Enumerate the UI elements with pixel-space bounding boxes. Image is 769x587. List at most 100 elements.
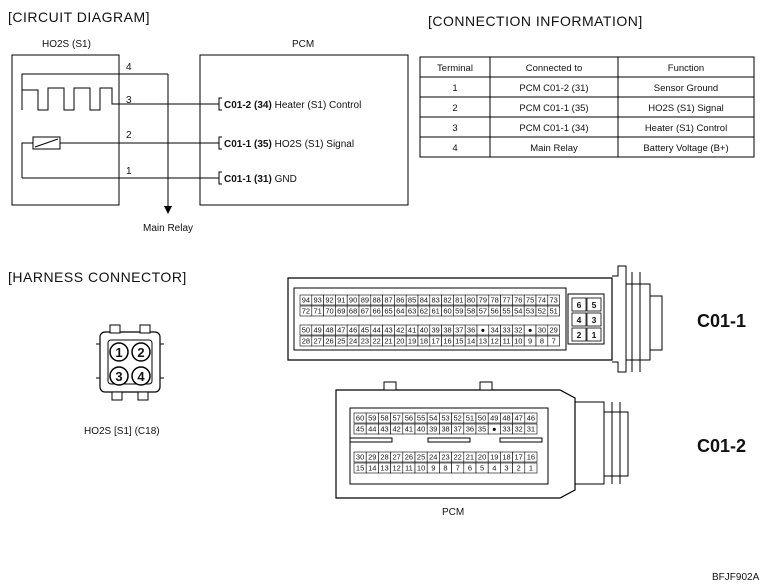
pcm-connection-3-pin: C01-1 (31) bbox=[224, 174, 272, 185]
pcm-terminal-2 bbox=[218, 136, 222, 150]
sensor-connector-pin-label: 1 bbox=[115, 345, 122, 360]
connector-pin-label: 58 bbox=[380, 414, 388, 423]
connector-pin-label: 23 bbox=[441, 453, 449, 462]
connector-pin-label: 52 bbox=[454, 414, 462, 423]
connector-pin-label: 25 bbox=[417, 453, 425, 462]
connector-pin-label: 70 bbox=[325, 307, 333, 316]
connector-pin-label: 65 bbox=[384, 307, 392, 316]
connector-pin-label: 59 bbox=[368, 414, 376, 423]
connector-pin-cell bbox=[524, 412, 538, 424]
connector-pin-label: 5 bbox=[592, 300, 597, 310]
table-cell: Sensor Ground bbox=[654, 83, 718, 94]
connector-pin-label: 25 bbox=[337, 337, 345, 346]
connector-pin-label: 72 bbox=[302, 307, 310, 316]
connector-pin-label: 3 bbox=[592, 315, 597, 325]
connector-pin-label: 59 bbox=[455, 307, 463, 316]
connector-pin-label: 48 bbox=[325, 326, 333, 335]
connector-pin-label: 49 bbox=[490, 414, 498, 423]
connector-pin-label: 49 bbox=[314, 326, 322, 335]
connector-pin-label: 17 bbox=[515, 453, 523, 462]
sensor-connector-pin bbox=[131, 342, 151, 362]
connector-pin-label: 56 bbox=[405, 414, 413, 423]
connector-pin-label: 40 bbox=[420, 326, 428, 335]
connector-pin-label: 18 bbox=[420, 337, 428, 346]
connector-pin-label: 78 bbox=[491, 296, 499, 305]
connector-pin-label: 23 bbox=[361, 337, 369, 346]
connector-pin-cell bbox=[524, 462, 538, 474]
connector-pin-label: 10 bbox=[417, 464, 425, 473]
connector-pin-label: 22 bbox=[373, 337, 381, 346]
connector-pin-label: 32 bbox=[514, 326, 522, 335]
connector-pin-label: 41 bbox=[405, 425, 413, 434]
pcm-connection-3: C01-1 (31) GND bbox=[224, 174, 297, 185]
connector-pin-label: 73 bbox=[550, 296, 558, 305]
connector-pin-label: 45 bbox=[356, 425, 364, 434]
connector-pin-label: 14 bbox=[368, 464, 376, 473]
connector-pin-label: 44 bbox=[368, 425, 376, 434]
connector-pin-label: 71 bbox=[314, 307, 322, 316]
connector-pin-label: 67 bbox=[361, 307, 369, 316]
connector-pin-label: 6 bbox=[468, 464, 472, 473]
connector-pin-cell bbox=[547, 335, 560, 347]
connector-pin-label: 43 bbox=[380, 425, 388, 434]
connector-pin-label: 55 bbox=[502, 307, 510, 316]
connector-pin-label: 51 bbox=[466, 414, 474, 423]
connector-pin-label: 92 bbox=[325, 296, 333, 305]
connector-pin-label: 54 bbox=[514, 307, 522, 316]
connector-pin-label: 68 bbox=[349, 307, 357, 316]
sensor-connector-pin bbox=[109, 342, 129, 362]
connector-pin-label: 26 bbox=[405, 453, 413, 462]
connector-pin-label: 77 bbox=[502, 296, 510, 305]
main-relay-label: Main Relay bbox=[143, 223, 193, 234]
heater-feed-wire bbox=[21, 73, 119, 110]
connector-pin-label: 39 bbox=[432, 326, 440, 335]
pcm-connection-1-pin: C01-2 (34) bbox=[224, 100, 272, 111]
sensor-label: HO2S (S1) bbox=[42, 39, 91, 50]
connector-pin-label: 12 bbox=[491, 337, 499, 346]
c01-2-connector-body bbox=[335, 381, 629, 499]
connector-pin-label: 8 bbox=[443, 464, 447, 473]
connector-pin-label: 79 bbox=[479, 296, 487, 305]
pcm-connection-3-desc: GND bbox=[275, 174, 297, 185]
connector-pin-label: 63 bbox=[408, 307, 416, 316]
connector-pin-label: 16 bbox=[443, 337, 451, 346]
connector-pin-label: 45 bbox=[361, 326, 369, 335]
connector-pin-label: 9 bbox=[528, 337, 532, 346]
connector-pin-label: 11 bbox=[405, 464, 413, 473]
table-cell: PCM C01-1 (34) bbox=[519, 123, 588, 134]
connector-pin-label: 27 bbox=[393, 453, 401, 462]
connector-pin-label: 41 bbox=[408, 326, 416, 335]
connector-pin-label: 69 bbox=[337, 307, 345, 316]
sensor-pin-2: 2 bbox=[126, 130, 132, 141]
table-cell: Heater (S1) Control bbox=[645, 123, 727, 134]
connector-pin-label: 51 bbox=[550, 307, 558, 316]
connector-pin-label: 64 bbox=[396, 307, 404, 316]
connector-pin-label: 38 bbox=[441, 425, 449, 434]
connector-pin-cell bbox=[547, 305, 560, 317]
connector-pin-label: 32 bbox=[515, 425, 523, 434]
connector-pin-label: 88 bbox=[373, 296, 381, 305]
connector-pin-label: 91 bbox=[337, 296, 345, 305]
connector-pin-label: 30 bbox=[356, 453, 364, 462]
table-cell: 1 bbox=[452, 83, 457, 94]
pcm-connection-1: C01-2 (34) Heater (S1) Control bbox=[224, 100, 361, 111]
main-relay-arrow-icon bbox=[164, 206, 172, 214]
sensor-connector bbox=[96, 324, 164, 401]
connector-pin-label: 28 bbox=[302, 337, 310, 346]
sensor-element-diagonal bbox=[34, 138, 59, 148]
table-cell: HO2S (S1) Signal bbox=[648, 103, 724, 114]
connector-pin-label: ● bbox=[528, 326, 533, 335]
connector-pin-label: 9 bbox=[431, 464, 435, 473]
pcm-harness-label: PCM bbox=[442, 507, 464, 518]
connector-pin-label: 94 bbox=[302, 296, 310, 305]
sensor-pin-1: 1 bbox=[126, 166, 132, 177]
connector-pin-cell bbox=[547, 294, 560, 306]
connector-pin-label: 46 bbox=[527, 414, 535, 423]
connector-pin-label: 19 bbox=[490, 453, 498, 462]
connector-pin-label: 50 bbox=[478, 414, 486, 423]
connector-pin-label: 80 bbox=[467, 296, 475, 305]
connector-pin-label: 75 bbox=[526, 296, 534, 305]
connector-pin-label: 15 bbox=[356, 464, 364, 473]
connector-pin-label: 29 bbox=[368, 453, 376, 462]
